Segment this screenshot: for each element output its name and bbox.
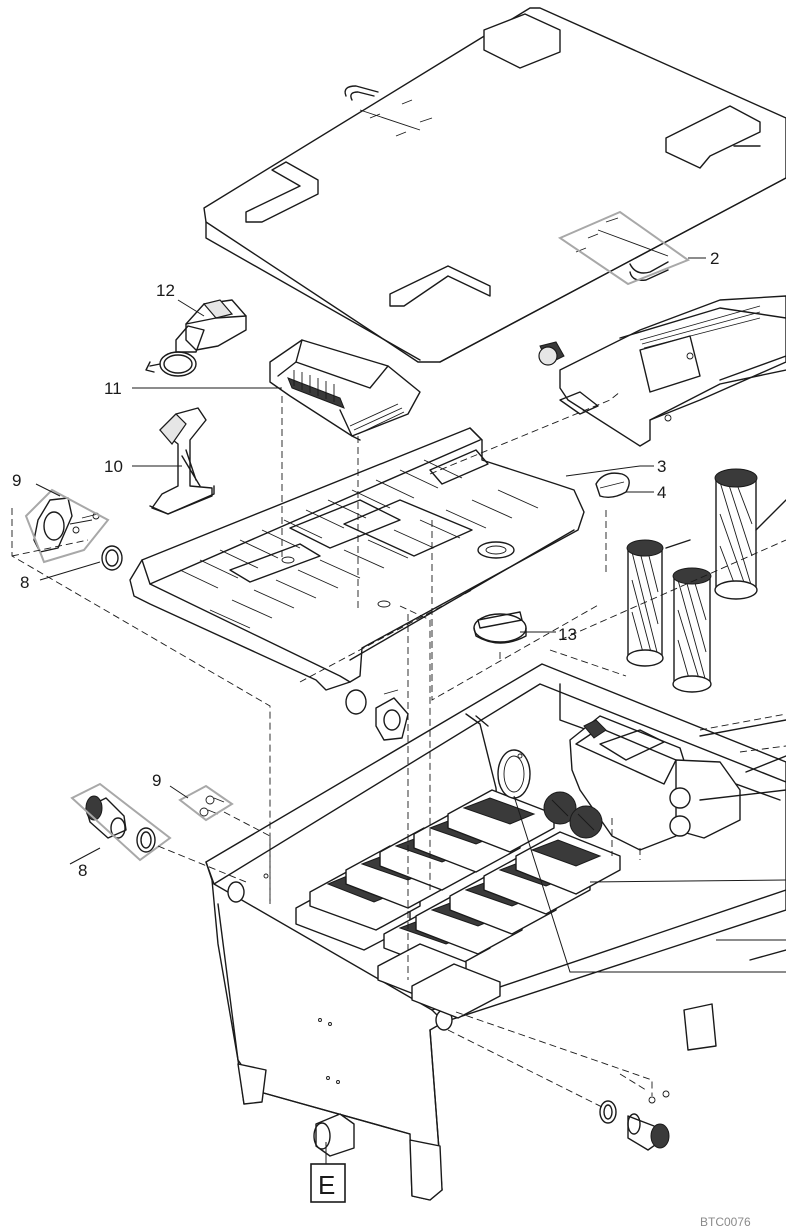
hose-connector — [599, 1090, 670, 1151]
part-label-4: 4 — [657, 483, 666, 502]
part-label-2: 2 — [710, 249, 719, 268]
part-label-8-upper: 8 — [20, 573, 29, 592]
part-label-3: 3 — [657, 457, 666, 476]
filter-foam-pads — [295, 789, 621, 1019]
part-label-11: 11 — [104, 379, 122, 398]
filter-cartridges — [626, 468, 786, 693]
part-label-13: 13 — [558, 625, 577, 644]
hardware-group-outline — [70, 782, 172, 862]
hardware-group-outline — [557, 210, 691, 286]
outlet-label-box: E — [310, 1142, 346, 1203]
assembly-guide-lines — [11, 391, 786, 1109]
leader-lines — [35, 257, 786, 973]
part-numbers: 2 3 4 8 8 9 9 10 11 12 13 — [12, 249, 719, 880]
screw-set — [199, 795, 225, 817]
filter-basket — [269, 339, 421, 441]
seal-ring — [345, 689, 409, 741]
part-label-9-lower: 9 — [152, 771, 161, 790]
part-label-10: 10 — [104, 457, 123, 476]
hose-connector — [85, 795, 156, 853]
mounting-plate — [33, 497, 100, 553]
cleaning-handle — [149, 407, 215, 515]
pump-assembly — [543, 715, 786, 851]
part-label-8-lower: 8 — [78, 861, 87, 880]
foam-carrier-tray — [129, 427, 585, 691]
control-unit — [145, 299, 247, 377]
clip-part — [595, 472, 630, 499]
hardware-group-outline — [178, 784, 234, 822]
filter-lid — [203, 7, 786, 363]
seal-ring — [101, 545, 123, 571]
uv-clarifier-unit — [538, 295, 786, 447]
outlet-label-e: E — [318, 1170, 335, 1200]
part-label-12: 12 — [156, 281, 175, 300]
hardware-group-outline — [24, 488, 110, 564]
round-cover — [473, 611, 527, 644]
drawing-code: BTC0076 — [700, 1215, 751, 1229]
inspection-cover — [497, 749, 531, 799]
part-label-9-upper: 9 — [12, 471, 21, 490]
